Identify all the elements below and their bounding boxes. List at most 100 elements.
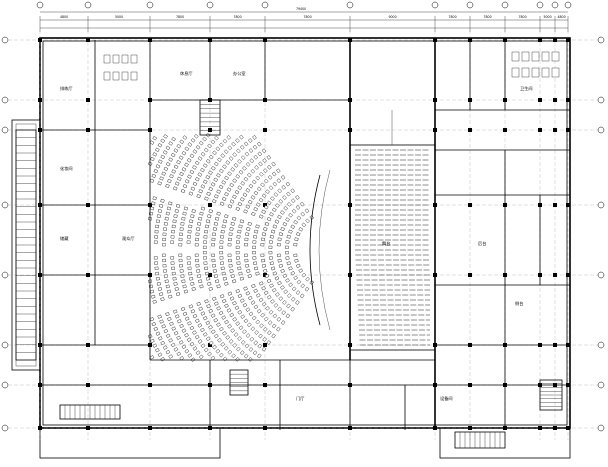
seat (266, 294, 272, 300)
seat (266, 278, 272, 283)
column (503, 128, 507, 132)
seat (247, 221, 252, 226)
column (566, 426, 570, 430)
seat (278, 296, 284, 301)
seat (189, 153, 195, 159)
seat (192, 149, 198, 154)
seat (155, 348, 160, 353)
seat (293, 253, 298, 258)
seat (161, 324, 166, 329)
seat (182, 211, 187, 216)
seat (244, 253, 248, 257)
seat (278, 263, 283, 268)
seat (172, 219, 177, 224)
seat (238, 271, 243, 276)
seat (236, 240, 240, 244)
seat (196, 227, 201, 231)
toilet-stall (112, 71, 120, 81)
seat (213, 177, 219, 182)
seat (212, 232, 216, 236)
seat (187, 235, 191, 239)
seat (285, 240, 290, 244)
seat (228, 237, 232, 242)
seat (194, 243, 199, 247)
room-label-backstage: 后台 (478, 240, 486, 247)
seat (271, 333, 276, 339)
seat (155, 147, 160, 152)
seat (258, 161, 263, 167)
seat (172, 276, 177, 281)
seat (281, 310, 286, 315)
seat (236, 261, 241, 265)
seat (207, 351, 212, 357)
seat (235, 206, 240, 211)
seat (240, 314, 246, 319)
stage-area (349, 110, 436, 351)
seat (232, 194, 237, 199)
seat (207, 281, 212, 286)
seat (220, 153, 226, 158)
seat (285, 256, 290, 260)
seat (211, 237, 216, 242)
seat (162, 264, 167, 268)
seat (276, 178, 282, 183)
seat (200, 327, 205, 333)
seat (235, 245, 240, 249)
seat (220, 229, 225, 234)
seat (219, 294, 225, 299)
axis-bubble (597, 424, 605, 432)
seat (247, 274, 252, 279)
seat (212, 199, 217, 204)
seat (188, 271, 193, 276)
seat (165, 284, 170, 289)
column (468, 128, 472, 132)
seat (268, 309, 274, 315)
seat (221, 224, 226, 229)
seat (280, 320, 286, 325)
axis-bubble (536, 1, 544, 9)
seat (214, 216, 220, 221)
seat (263, 316, 269, 322)
seat (249, 336, 255, 342)
seat (266, 217, 272, 222)
seat (212, 344, 217, 350)
seat (208, 186, 213, 192)
seat (304, 208, 310, 214)
seat (277, 188, 282, 194)
seat (160, 297, 165, 302)
seat (173, 282, 178, 286)
seat (252, 245, 256, 249)
column (553, 38, 557, 42)
axis-bubbles-right (597, 36, 605, 432)
seat (208, 170, 213, 175)
axis-bubble (206, 1, 214, 9)
seat (286, 191, 291, 197)
seat (263, 227, 268, 231)
seat (197, 156, 203, 161)
column (38, 38, 42, 42)
seat (150, 289, 155, 294)
seat (200, 206, 206, 211)
seat (229, 227, 234, 231)
seat (178, 340, 184, 345)
seat (215, 146, 221, 152)
seat (212, 269, 217, 273)
seat (228, 258, 232, 263)
seat (170, 235, 175, 239)
seat (204, 271, 209, 276)
seat (207, 143, 212, 149)
seat (256, 308, 262, 314)
column (468, 273, 472, 277)
seat (168, 354, 174, 359)
seat (235, 138, 240, 143)
seat (261, 232, 266, 236)
seat (239, 134, 244, 140)
seat (208, 209, 213, 214)
seat (260, 253, 265, 257)
seat (163, 269, 168, 273)
seat (263, 178, 269, 184)
seat (276, 326, 281, 332)
seat (254, 229, 259, 234)
overall-dimension-text: 79400 (296, 7, 306, 11)
seat (171, 136, 176, 142)
